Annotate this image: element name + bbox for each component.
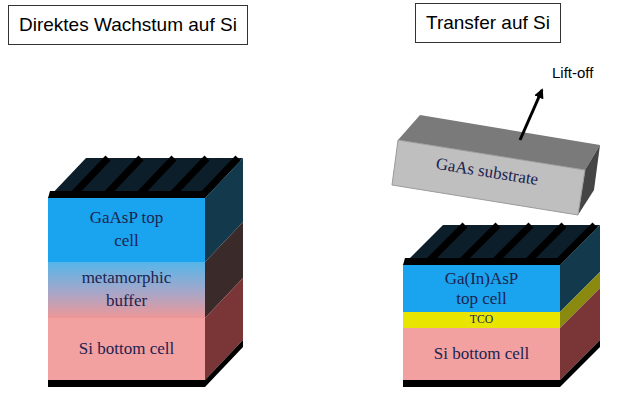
tco-layer: TCO xyxy=(403,312,560,328)
node-text: GaAsP top cell xyxy=(87,207,167,253)
node-text: Transfer auf Si xyxy=(426,12,550,34)
cell-layer: Ga(In)AsP top cell xyxy=(403,265,560,312)
lift-off-label: Lift-off xyxy=(552,64,593,81)
node-text: Ga(In)AsP top cell xyxy=(437,269,527,308)
node-text: Si bottom cell xyxy=(79,338,174,361)
node-text: GaAs substrate xyxy=(434,153,540,192)
node-text: metamorphic buffer xyxy=(72,267,182,313)
cell-layer: Si bottom cell xyxy=(48,318,205,380)
cell-layer: Si bottom cell xyxy=(403,328,560,380)
buffer-layer: metamorphic buffer xyxy=(48,262,205,318)
heading-box: Direktes Wachstum auf Si xyxy=(8,5,248,45)
node-text: Direktes Wachstum auf Si xyxy=(19,14,237,36)
heading-box: Transfer auf Si xyxy=(415,3,561,43)
node-text: TCO xyxy=(470,312,493,328)
cell-layer: GaAsP top cell xyxy=(48,198,205,262)
node-text: Si bottom cell xyxy=(434,343,529,366)
